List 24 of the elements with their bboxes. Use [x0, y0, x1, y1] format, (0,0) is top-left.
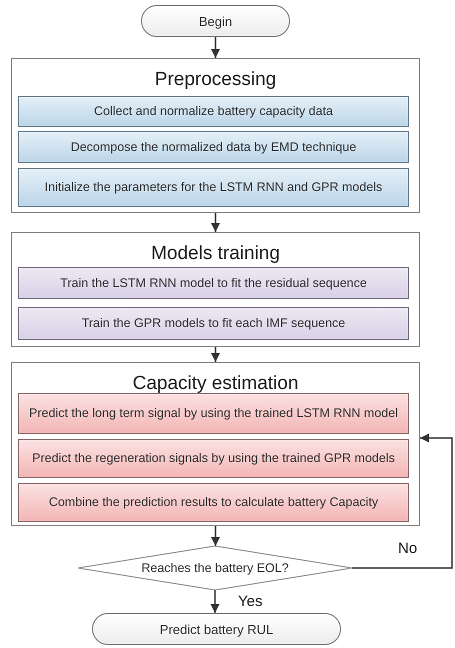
process-box: Train the LSTM RNN model to fit the residual sequence — [18, 267, 409, 299]
arrow — [211, 347, 220, 362]
stage-panel — [11, 362, 420, 526]
process-box: Collect and normalize battery capacity data — [18, 96, 409, 127]
process-box: Predict the long term signal by using the trained LSTM RNN model — [18, 393, 409, 434]
process-box: Predict the regeneration signals by using the trained GPR models — [18, 439, 409, 478]
stage-panel — [11, 58, 420, 213]
arrow — [210, 590, 220, 613]
stage-title: Preprocessing — [154, 69, 278, 91]
process-box: Combine the prediction results to calculate battery Capacity — [18, 483, 409, 522]
stage-panel — [11, 232, 420, 347]
arrow — [211, 526, 220, 546]
arrow — [352, 434, 453, 569]
stage-title: Capacity estimation — [132, 373, 300, 395]
decision-text: Reaches the battery EOL? — [141, 561, 289, 575]
decision-diamond — [78, 546, 352, 590]
terminal-box: Begin — [141, 5, 290, 37]
process-box: Train the GPR models to fit each IMF sequence — [18, 307, 409, 340]
arrow — [211, 213, 220, 232]
process-box: Initialize the parameters for the LSTM RNN and GPR models — [18, 168, 409, 207]
terminal-box: Predict battery RUL — [92, 613, 341, 645]
arrow — [211, 37, 220, 58]
stage-title: Models training — [150, 243, 281, 265]
process-box: Decompose the normalized data by EMD technique — [18, 131, 409, 163]
